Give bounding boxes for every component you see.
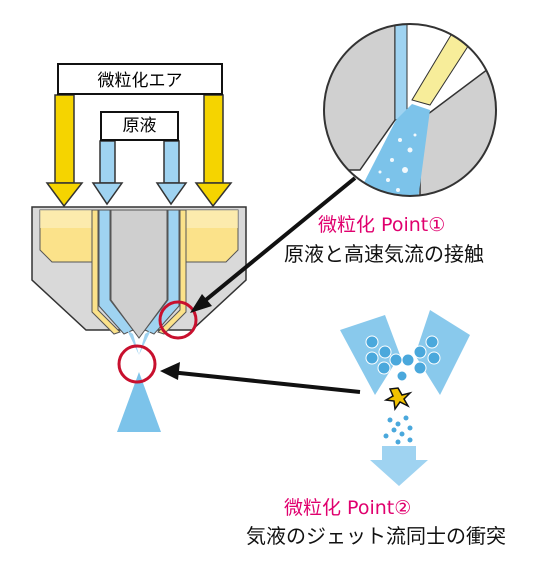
spray-cone <box>117 330 161 432</box>
pointer-arrow-1 <box>190 176 357 313</box>
raw-liquid-label: 原液 <box>100 111 179 141</box>
point2-title: 微粒化 Point② <box>284 497 412 519</box>
liquid-arrow-right <box>155 140 188 206</box>
point1-description: 原液と高速気流の接触 <box>284 242 484 266</box>
atomizing-air-label: 微粒化エア <box>57 63 223 95</box>
pointer-arrow-2 <box>160 362 361 394</box>
point1-title: 微粒化 Point① <box>318 214 446 236</box>
burst-icon <box>383 387 413 411</box>
air-arrow-right <box>194 94 233 208</box>
liquid-arrow-left <box>91 140 124 206</box>
air-arrow-left <box>45 94 84 208</box>
nozzle-body <box>31 206 247 339</box>
zoom-circle-point1 <box>323 23 497 197</box>
point2-description: 気液のジェット流同士の衝突 <box>246 524 506 548</box>
collision-illustration <box>340 310 470 486</box>
point2-highlight-circle <box>117 344 157 384</box>
point1-highlight-circle <box>158 300 198 340</box>
